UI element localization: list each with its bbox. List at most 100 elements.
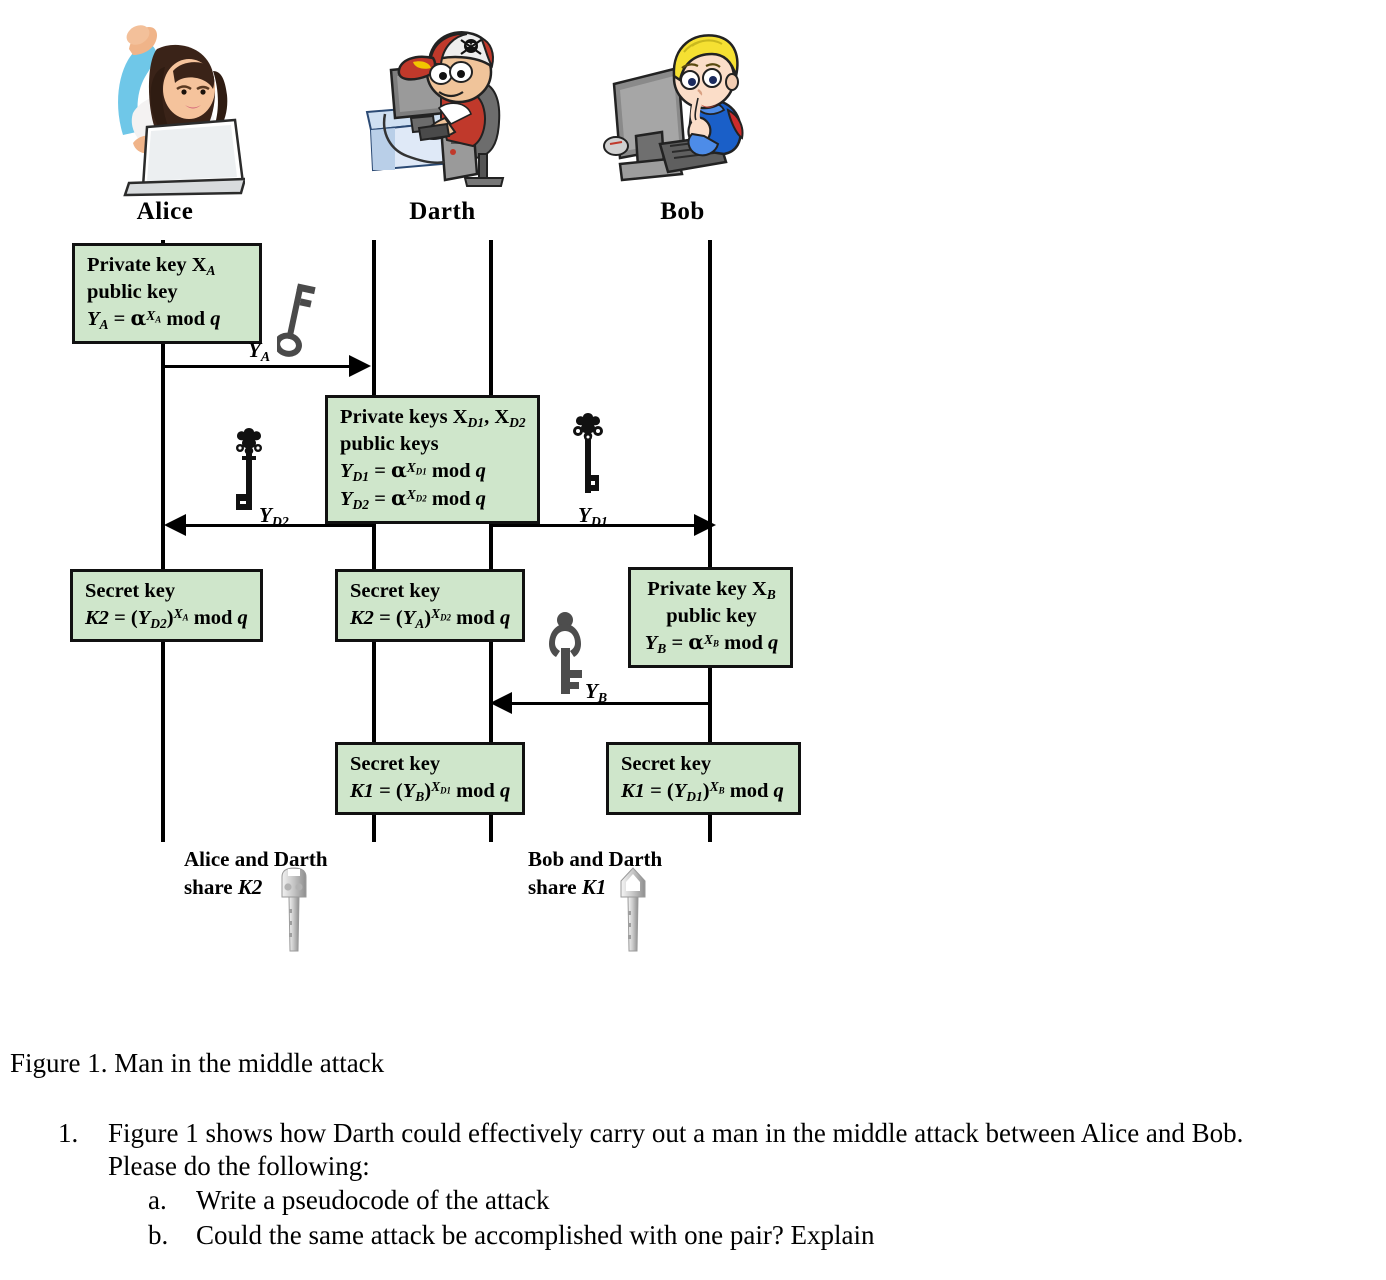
darth-yd2-sub: D2 bbox=[352, 496, 370, 512]
bob-desktop-illustration bbox=[600, 24, 765, 204]
alice-k2-base-sub: D2 bbox=[150, 615, 167, 631]
bob-k1-mod: mod bbox=[724, 779, 774, 802]
alice-k2-exp: X bbox=[173, 605, 183, 621]
darth-exp-2-sub: D2 bbox=[415, 493, 427, 504]
darth-mod-1: mod bbox=[426, 460, 476, 483]
alice-laptop-illustration bbox=[85, 15, 247, 200]
darth-k1-q: q bbox=[499, 779, 511, 802]
figure-caption: Figure 1. Man in the middle attack bbox=[10, 1048, 385, 1078]
arrow-head-yd1 bbox=[694, 514, 716, 536]
message-yd2-symbol: Y bbox=[259, 503, 272, 527]
shared-right-line1: Bob and Darth bbox=[528, 847, 663, 871]
arrow-head-ya bbox=[349, 355, 371, 377]
alice-k2-exp-sub: A bbox=[182, 612, 189, 623]
darth-keys-sep: , X bbox=[484, 406, 510, 428]
darth-k2-exp: X bbox=[431, 605, 441, 621]
alice-q: q bbox=[210, 308, 221, 331]
darth-k1-exp: X bbox=[431, 778, 441, 794]
lifeline-darth-left bbox=[372, 240, 376, 842]
alpha-symbol: α bbox=[391, 458, 407, 483]
note-bob-secret-k1: Secret key K1 = (YD1)XB mod q bbox=[606, 742, 801, 816]
question-line-2: Please do the following: bbox=[108, 1151, 370, 1181]
bob-k1-title: Secret key bbox=[621, 753, 712, 775]
shared-key-right: Bob and Darth share K1 bbox=[528, 845, 662, 902]
question-item-a-text: Write a pseudocode of the attack bbox=[196, 1185, 550, 1215]
bob-k1-base: Y bbox=[673, 779, 687, 802]
bob-mod: mod bbox=[719, 632, 768, 655]
ornate-key-icon bbox=[567, 409, 609, 503]
house-key-icon bbox=[617, 865, 649, 953]
ornate-key-icon bbox=[228, 424, 270, 518]
darth-k2-mod: mod bbox=[450, 606, 500, 629]
darth-k2-symbol: K2 bbox=[350, 606, 374, 629]
shared-left-prefix: share bbox=[184, 875, 238, 900]
actor-label-bob: Bob bbox=[660, 198, 705, 225]
arrow-line-yb bbox=[512, 702, 709, 705]
alpha-symbol: α bbox=[688, 630, 705, 655]
message-ya-symbol: Y bbox=[248, 338, 261, 362]
bob-yb-symbol: Y bbox=[644, 632, 658, 655]
note-bob-keys: Private key XB public key YB = αXB mod q bbox=[628, 567, 793, 668]
darth-yd2-symbol: Y bbox=[340, 487, 353, 510]
bob-exp-sub: B bbox=[713, 638, 719, 649]
torn-paper-artifact bbox=[976, 1190, 1108, 1260]
darth-k1-close: ) bbox=[424, 779, 432, 802]
question-item-b: b.Could the same attack be accomplished … bbox=[148, 1220, 875, 1251]
bob-private-key-sub: B bbox=[766, 586, 776, 602]
alice-private-key-text: Private key X bbox=[87, 254, 207, 276]
alice-ya-sub: A bbox=[99, 317, 109, 333]
message-label-yd2: YD2 bbox=[259, 503, 289, 528]
darth-k1-exp-sub: D1 bbox=[440, 785, 451, 796]
darth-k2-exp-sub: D2 bbox=[440, 612, 451, 623]
message-yd2-sub: D2 bbox=[271, 513, 289, 529]
darth-k2-base-sub: A bbox=[415, 615, 425, 631]
alpha-symbol: α bbox=[130, 306, 147, 331]
darth-k1-mod: mod bbox=[450, 779, 500, 802]
darth-k2-eq: = ( bbox=[373, 606, 403, 629]
bob-k1-eq: = ( bbox=[644, 779, 674, 802]
gray-key-icon bbox=[545, 608, 589, 698]
darth-k2-title: Secret key bbox=[350, 580, 441, 602]
bob-k1-symbol: K1 bbox=[621, 779, 645, 802]
darth-yd1-symbol: Y bbox=[340, 460, 353, 483]
alice-exp: X bbox=[146, 307, 156, 323]
shared-left-key-name: K2 bbox=[237, 875, 263, 900]
lifeline-alice bbox=[161, 240, 165, 842]
arrow-line-yd1 bbox=[491, 524, 696, 527]
darth-hacker-illustration bbox=[355, 22, 530, 202]
bob-eq: = bbox=[666, 632, 689, 655]
alice-exp-sub: A bbox=[155, 314, 162, 325]
bob-k1-base-sub: D1 bbox=[686, 788, 703, 804]
darth-k1-symbol: K1 bbox=[350, 779, 374, 802]
bob-private-key-text: Private key X bbox=[647, 578, 767, 600]
bob-k1-exp: X bbox=[709, 778, 719, 794]
message-label-yb: YB bbox=[585, 679, 607, 704]
skeleton-key-icon bbox=[274, 272, 317, 362]
bob-k1-close: ) bbox=[702, 779, 710, 802]
alice-ya-symbol: Y bbox=[87, 308, 100, 331]
question-item-b-text: Could the same attack be accomplished wi… bbox=[196, 1220, 875, 1250]
question-item-a-marker: a. bbox=[148, 1185, 167, 1215]
darth-k1-eq: = ( bbox=[373, 779, 403, 802]
actor-label-alice: Alice bbox=[136, 198, 194, 225]
bob-yb-sub: B bbox=[657, 641, 667, 657]
question-line-1: Figure 1 shows how Darth could effective… bbox=[108, 1118, 1244, 1148]
darth-yd1-sub: D1 bbox=[352, 469, 370, 485]
darth-k2-close: ) bbox=[424, 606, 432, 629]
question-item-a: a. Write a pseudocode of the attack bbox=[148, 1185, 550, 1216]
shared-key-left: Alice and Darth share K2 bbox=[184, 845, 328, 902]
lifeline-bob bbox=[708, 240, 712, 842]
alice-k2-q: q bbox=[237, 606, 248, 629]
man-in-the-middle-diagram: Alice bbox=[70, 15, 801, 953]
darth-mod-2: mod bbox=[426, 487, 476, 510]
darth-exp-1-sub: D1 bbox=[415, 466, 427, 477]
alice-k2-title: Secret key bbox=[85, 580, 176, 602]
darth-exp-2: X bbox=[406, 487, 416, 503]
message-label-ya: YA bbox=[248, 338, 270, 363]
bob-k1-exp-sub: B bbox=[718, 785, 725, 796]
shared-right-prefix: share bbox=[528, 875, 582, 900]
message-yd1-symbol: Y bbox=[578, 503, 591, 527]
alice-k2-base: Y bbox=[137, 606, 151, 629]
alice-eq: = bbox=[108, 308, 131, 331]
bob-public-key-text: public key bbox=[666, 604, 757, 627]
